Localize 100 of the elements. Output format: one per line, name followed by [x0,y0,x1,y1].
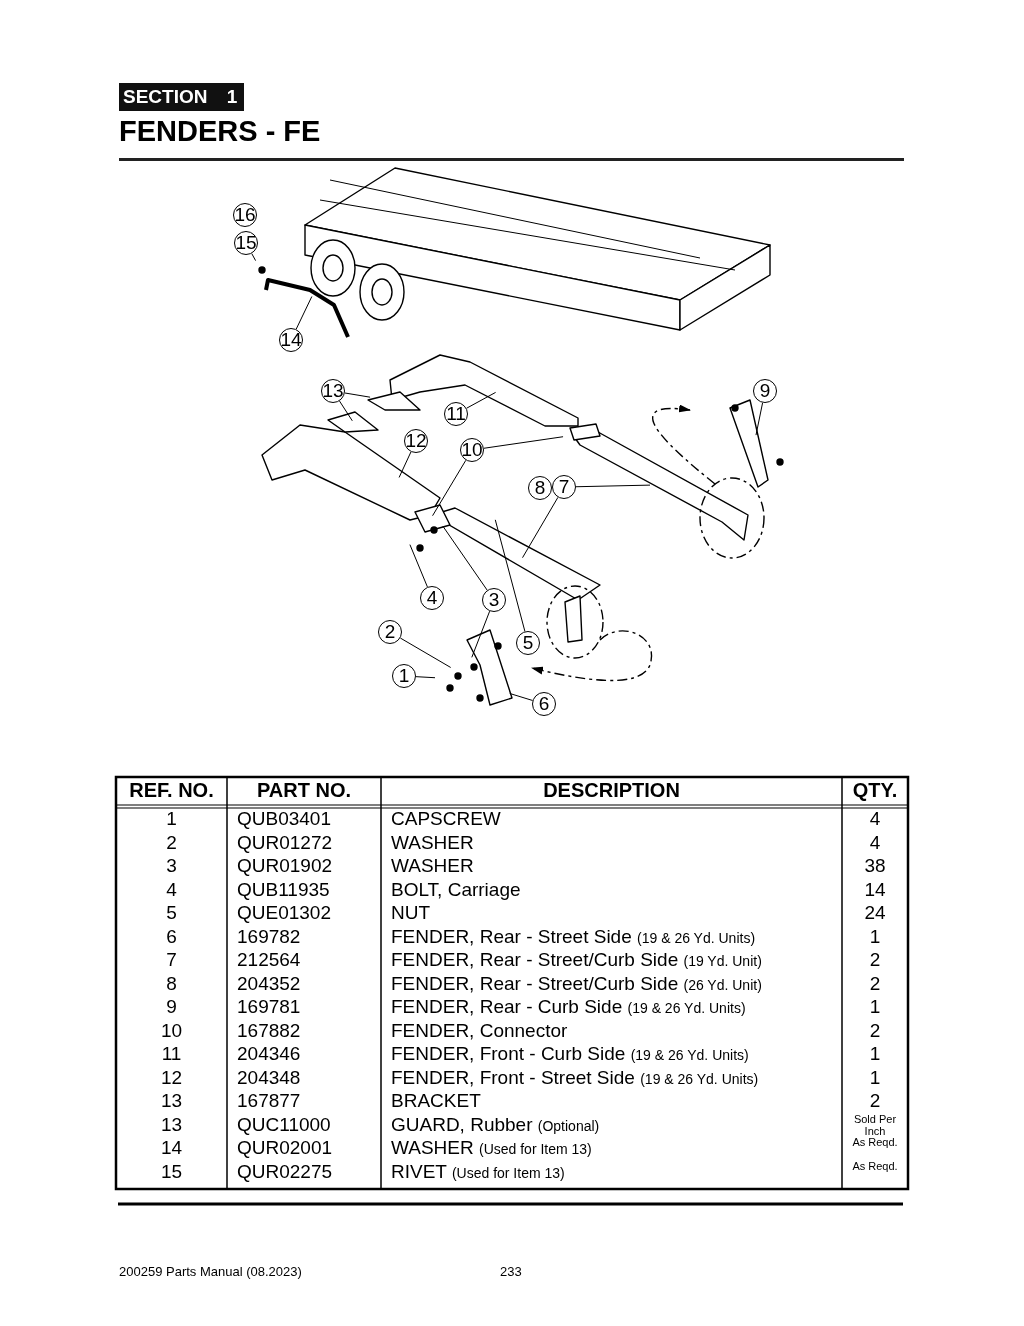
table-cell-text: 14 [863,877,887,901]
table-cell-text: 1 [868,924,882,948]
table-cell-text: 13 [159,1112,184,1136]
table-cell-text: 11 [160,1042,183,1065]
table-cell-text: FENDER, Rear - Curb Side (19 & 26 Yd. Units) [391,995,746,1019]
table-cell-text: 1 [868,1065,882,1089]
table-cell: WASHER [391,854,474,877]
table-cell-text: FENDER, Front - Curb Side (19 & 26 Yd. Units) [391,1042,749,1066]
table-cell: NUT [391,901,431,924]
table-cell-text: 3 [165,854,178,877]
callout-number: 14 [279,328,303,352]
column-header: QTY. [851,779,899,802]
callout-number: 4 [420,586,444,610]
table-cell-text: 14 [159,1136,184,1159]
table-cell-text: 10 [159,1018,184,1042]
column-header: PART NO. [255,779,353,802]
callout-number: 1 [392,664,416,688]
table-cell: QUC11000 [237,1112,331,1136]
table-cell-text: FENDER, Front - Street Side (19 & 26 Yd. Units) [391,1065,759,1090]
leader-line [471,610,491,658]
table-cell-text: 2 [868,948,882,971]
leader-line [442,525,488,591]
table-cell: 204352 [237,971,301,995]
table-cell-text: 4 [868,830,882,854]
table-cell-text: FENDER, Rear - Street/Curb Side (19 Yd. Unit) [391,948,762,972]
column-header: REF. NO. [128,779,215,802]
leader-line [509,692,534,701]
section-heading: SECTION 1 [119,83,244,111]
callout-number: 16 [233,203,257,227]
table-cell-text: 2 [868,971,882,995]
table-cell: 212564 [237,948,301,971]
callout-number: 12 [404,429,428,453]
table-cell-text: 6 [165,924,178,948]
table-cell-text: 2 [165,830,178,854]
table-cell-text: 1 [165,807,178,830]
page-number: 233 [500,1264,522,1279]
page-title: FENDERS - FE [119,114,321,148]
table-cell-text: As Reqd. [851,1159,899,1172]
column-header: DESCRIPTION [542,779,681,802]
table-cell-text: 2 [868,1089,882,1112]
table-cell: QUB03401 [237,807,331,830]
table-cell-text: 5 [165,901,178,924]
leader-line [399,637,452,668]
table-cell-text: 7 [165,948,178,971]
leader-line [466,391,497,409]
table-cell: QUR01272 [237,830,333,854]
table-cell: CAPSCREW [391,807,501,830]
table-cell: BOLT, Carriage [391,877,521,901]
callout-number: 9 [753,379,777,403]
leader-line [251,253,257,262]
leader-line [522,496,559,559]
table-cell: 167882 [237,1018,301,1042]
table-cell: BRACKET [391,1089,481,1112]
leader-line [483,436,564,449]
leader-line [398,451,412,478]
footer-text: 200259 Parts Manual (08.2023) [119,1264,302,1279]
table-cell-text: 9 [165,995,178,1018]
table-cell: 204346 [237,1042,301,1065]
callout-number: 10 [460,438,484,462]
callout-number: 6 [532,692,556,716]
leader-line [409,544,428,588]
callout-number: 8 [528,476,552,500]
callout-number: 13 [321,379,345,403]
table-cell-text: WASHER (Used for Item 13) [391,1136,592,1160]
callout-number: 11 [444,402,468,426]
leader-line [339,400,353,422]
table-cell-text: 8 [165,971,178,995]
table-cell: 169781 [237,995,301,1018]
leader-line [755,402,764,436]
table-cell-text: Sold Per Inch [852,1112,898,1137]
table-cell-text: RIVET (Used for Item 13) [391,1159,565,1184]
table-cell-text: As Reqd. [851,1136,899,1148]
table-cell: QUE01302 [237,901,331,924]
callout-number: 2 [378,620,402,644]
table-cell-text: 4 [165,877,178,901]
table-cell-text: GUARD, Rubber (Optional) [391,1112,600,1137]
callout-number: 7 [552,475,576,499]
table-cell-text: 12 [159,1065,184,1089]
table-cell: QUR02275 [237,1159,333,1183]
table-cell-text: 24 [863,901,887,924]
leader-line [415,676,436,679]
table-cell-text: 15 [159,1159,184,1183]
table-cell-text: 4 [868,807,882,830]
table-cell-text: 13 [159,1089,184,1112]
leader-line [494,519,526,632]
table-cell-text: 1 [868,1042,882,1065]
table-cell-text: 38 [863,854,887,877]
leader-line [344,392,371,398]
table-cell-text: FENDER, Rear - Street Side (19 & 26 Yd. Units) [391,924,756,949]
table-cell-text: 1 [868,995,882,1018]
leader-line [575,484,651,488]
table-cell: 169782 [237,924,301,948]
table-cell: 204348 [237,1065,301,1089]
table-cell: 167877 [237,1089,301,1112]
callout-number: 3 [482,588,506,612]
leader-line [295,296,313,330]
table-cell: QUB11935 [237,877,330,901]
table-cell-text: FENDER, Rear - Street/Curb Side (26 Yd. Unit) [391,971,762,996]
leader-line [432,459,467,517]
table-cell: WASHER [391,830,474,854]
